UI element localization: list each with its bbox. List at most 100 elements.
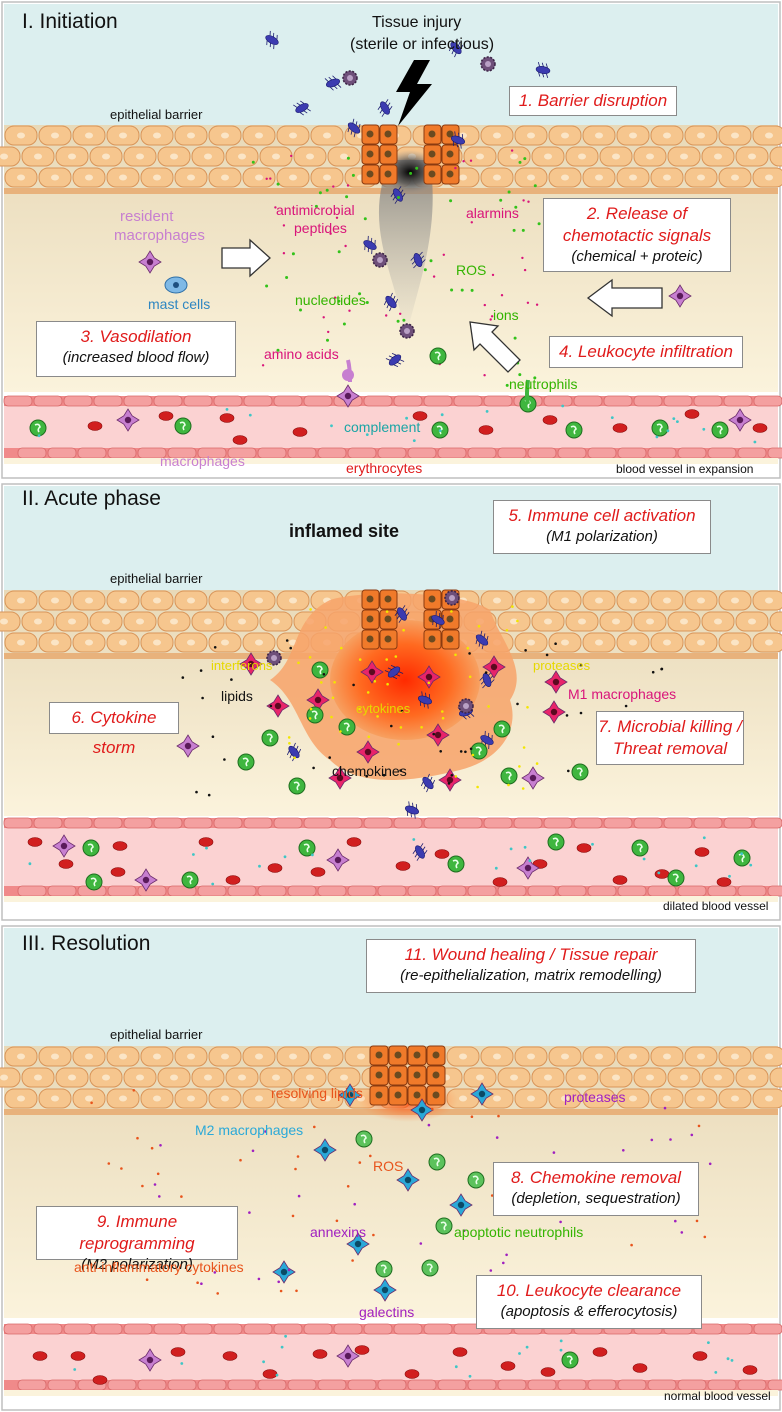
endothelial-cell (408, 886, 436, 896)
signal-molecule (413, 439, 416, 442)
erythrocyte (293, 428, 307, 437)
endothelial-cell (198, 1380, 226, 1390)
endothelial-cell (48, 1380, 76, 1390)
signal-molecule (441, 413, 444, 416)
resolving-lipids-label: resolving lipids (271, 1085, 363, 1101)
endothelial-cell (124, 818, 152, 828)
signal-molecule (292, 252, 295, 255)
epithelial-nucleus (51, 133, 59, 139)
epithelial-nucleus (170, 1075, 178, 1081)
epithelial-nucleus (748, 619, 756, 625)
epithelial-nucleus (255, 640, 263, 646)
signal-molecule (702, 428, 705, 431)
erythrocyte (655, 870, 669, 879)
signal-molecule (310, 708, 313, 711)
signal-molecule (454, 167, 456, 169)
epithelial-nucleus (51, 1054, 59, 1060)
signal-molecule (195, 791, 198, 794)
endothelial-cell (574, 818, 602, 828)
endothelial-cell (468, 886, 496, 896)
signal-molecule (348, 310, 350, 312)
signal-molecule (527, 302, 529, 304)
epithelial-nucleus (765, 1054, 773, 1060)
epithelial-nucleus (85, 1054, 93, 1060)
signal-molecule (146, 1278, 149, 1281)
signal-molecule (651, 1139, 654, 1142)
signal-molecule (239, 1159, 242, 1162)
step-4-label: 4. Leukocyte infiltration (550, 337, 742, 367)
signal-molecule (283, 252, 285, 254)
signal-molecule (754, 441, 757, 444)
endothelial-cell (364, 1324, 392, 1334)
signal-molecule (450, 289, 453, 292)
signal-molecule (731, 1359, 734, 1362)
dilated-vessel-label: dilated blood vessel (663, 899, 768, 913)
endothelial-cell (78, 448, 106, 458)
signal-molecule (464, 751, 467, 754)
signal-molecule (420, 726, 423, 729)
signal-molecule (714, 1371, 717, 1374)
epithelial-nucleus (17, 598, 25, 604)
signal-molecule (359, 658, 362, 661)
epithelial-nucleus (493, 1054, 501, 1060)
epithelial-nucleus (527, 640, 535, 646)
signal-molecule (657, 872, 660, 875)
epithelial-nucleus (697, 598, 705, 604)
endothelial-cell (498, 448, 526, 458)
injury-label: Tissue injury (372, 14, 461, 32)
signal-molecule (266, 178, 268, 180)
epithelial-nucleus (714, 619, 722, 625)
epithelial-nucleus (238, 154, 246, 160)
step-8-box: 8. Chemokine removal (depletion, sequest… (493, 1162, 699, 1216)
endothelial-cell (604, 396, 632, 406)
signal-molecule (390, 725, 393, 728)
neutrophils-label: neutrophils (509, 376, 578, 392)
erythrocyte (577, 844, 591, 853)
endothelial-cell (498, 886, 526, 896)
step-2-label-b: chemotactic signals (544, 225, 730, 247)
signal-molecule (656, 436, 659, 439)
signal-molecule (29, 862, 32, 865)
signal-molecule (516, 703, 519, 706)
epithelial-nucleus (187, 175, 195, 181)
endothelial-cell (124, 396, 152, 406)
signal-molecule (676, 420, 679, 423)
epithelial-nucleus (119, 1096, 127, 1102)
macrophages-label: macrophages (160, 453, 245, 469)
endothelial-cell (484, 396, 512, 406)
vessel-lumen (4, 1334, 778, 1380)
signal-molecule (469, 1375, 472, 1378)
signal-molecule (340, 647, 343, 650)
endothelial-cell (4, 818, 32, 828)
signal-molecule (397, 743, 400, 746)
erythrocyte (479, 426, 493, 435)
signal-molecule (442, 717, 445, 720)
endothelial-cell (514, 818, 542, 828)
signal-molecule (294, 1168, 297, 1171)
epithelial-nucleus (238, 1075, 246, 1081)
endothelial-cell (574, 396, 602, 406)
endothelial-cell (588, 1380, 616, 1390)
erythrocyte (396, 862, 410, 871)
damaged-nucleus (447, 636, 454, 643)
epithelial-cell (770, 612, 782, 631)
epithelial-nucleus (595, 1054, 603, 1060)
endothelial-cell (288, 448, 316, 458)
signal-molecule (441, 710, 444, 713)
epithelial-nucleus (595, 598, 603, 604)
endothelial-cell (558, 448, 586, 458)
step-9-box: 9. Immune reprogramming (M2 polarization… (36, 1206, 238, 1260)
signal-molecule (133, 1089, 136, 1092)
signal-molecule (424, 268, 427, 271)
macrophage-nucleus (525, 865, 531, 871)
signal-molecule (359, 1161, 362, 1164)
signal-molecule (454, 654, 457, 657)
epithelial-nucleus (153, 1096, 161, 1102)
signal-molecule (514, 337, 517, 340)
erythrocyte (223, 1352, 237, 1361)
signal-molecule (580, 712, 583, 715)
epithelial-nucleus (629, 175, 637, 181)
signal-molecule (180, 1195, 183, 1198)
endothelial-cell (468, 1380, 496, 1390)
epithelial-nucleus (629, 1054, 637, 1060)
